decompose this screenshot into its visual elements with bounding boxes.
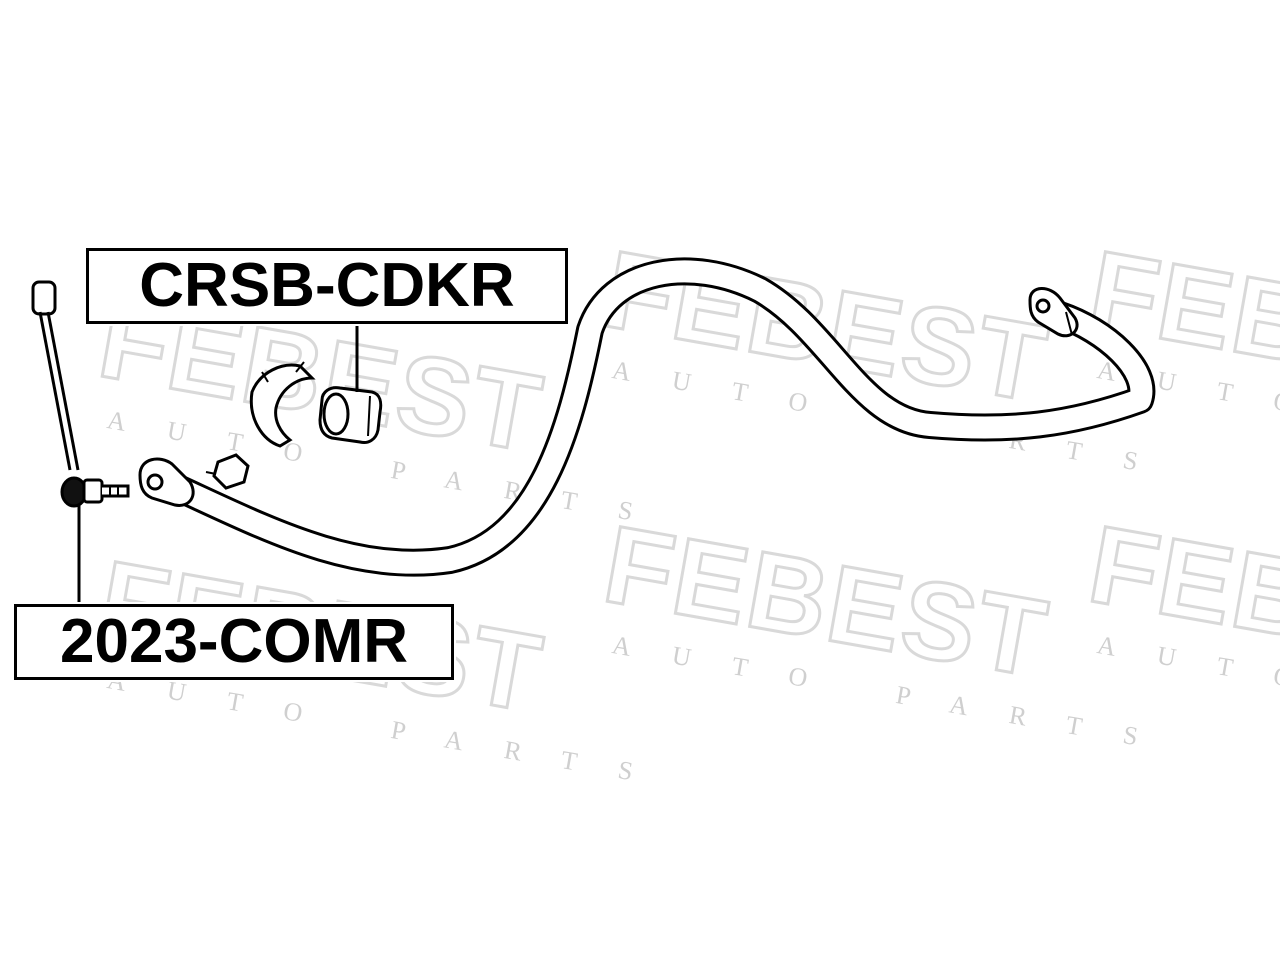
bar-tube-fill (154, 260, 1153, 574)
bar-end-eye-left (138, 457, 195, 507)
bar-end-eye-right (1028, 287, 1079, 338)
part-label-link: 2023-COMR (12, 602, 456, 682)
stabilizer-bar (151, 257, 1156, 577)
part-label-bushing: CRSB-CDKR (84, 246, 570, 326)
stabilizer-bushing (318, 386, 383, 444)
bushing-bracket (249, 361, 316, 448)
link-nut (205, 453, 250, 490)
leader-lines (77, 324, 359, 604)
stabilizer-link (31, 280, 130, 508)
